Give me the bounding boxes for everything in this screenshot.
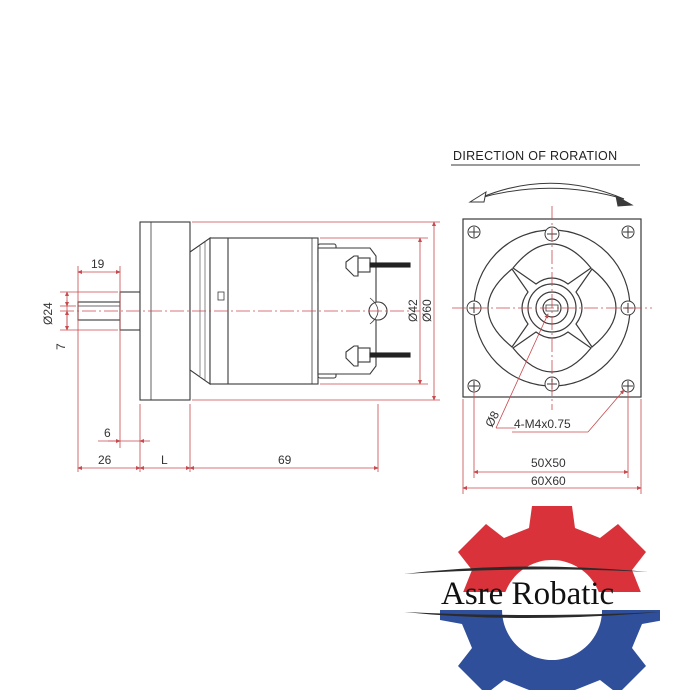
brand-name: Asre Robatic: [441, 576, 614, 612]
window-top: [512, 243, 592, 285]
gear-logo-icon: [404, 506, 660, 690]
front-dimension-labels: Ø8 4-M4x0.75 50X50 60X60: [482, 408, 571, 488]
dim-screws: 4-M4x0.75: [514, 417, 571, 431]
dim-26: 26: [98, 453, 112, 467]
dim-d24: Ø24: [41, 302, 55, 325]
terminal-bottom: [369, 352, 411, 358]
side-dimensions: [60, 221, 440, 472]
window-right: [575, 268, 617, 348]
brand-logo: Asre Robatic: [404, 506, 660, 690]
front-dimensions: [462, 313, 642, 494]
corner-hole-bl: [467, 379, 481, 393]
front-centerlines: [452, 206, 652, 410]
rotation-arrow: [468, 182, 634, 207]
dim-69: 69: [278, 453, 292, 467]
dim-7: 7: [54, 343, 68, 350]
corner-hole-tr: [621, 225, 635, 239]
dim-60x60: 60X60: [531, 474, 566, 488]
dim-L: L: [161, 453, 168, 467]
window-bottom: [512, 331, 592, 373]
dim-d42: Ø42: [406, 299, 420, 322]
rotation-title: DIRECTION OF RORATION: [453, 149, 617, 163]
dim-6: 6: [104, 426, 111, 440]
side-dimension-labels: 19 Ø24 7 Ø42 Ø60 6 26 L 69: [41, 257, 434, 467]
dim-19: 19: [91, 257, 105, 271]
dim-50x50: 50X50: [531, 456, 566, 470]
corner-hole-tl: [467, 225, 481, 239]
dim-d8: Ø8: [482, 408, 502, 429]
terminal-top: [369, 262, 411, 268]
dim-d60: Ø60: [420, 299, 434, 322]
window-left: [487, 268, 529, 348]
